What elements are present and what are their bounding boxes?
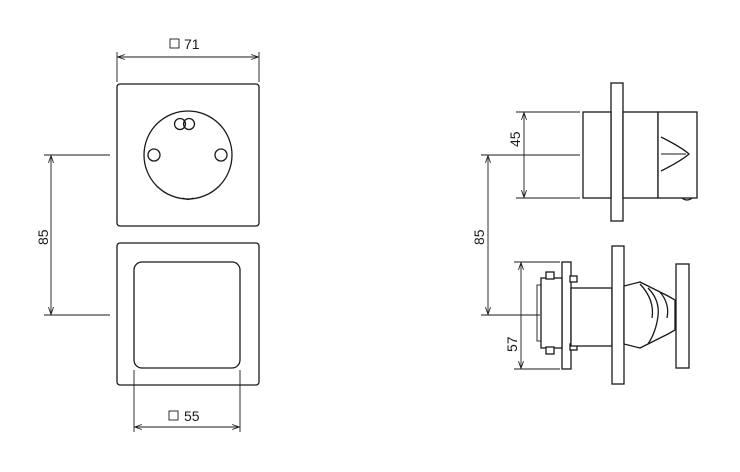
- dim-top-width-label: 71: [184, 36, 200, 52]
- dim-side-bottom-height-label: 57: [504, 336, 520, 352]
- dim-front-spacing-label: 85: [35, 229, 51, 245]
- dim-front-spacing: 85: [35, 154, 110, 316]
- side-bottom-valve: [536, 245, 690, 385]
- dim-side-bottom-height: 57: [504, 261, 560, 370]
- dim-bottom-width: 55: [133, 370, 241, 432]
- dim-side-top-height-label: 45: [507, 131, 523, 147]
- side-top-valve: [582, 82, 698, 222]
- dim-top-width: 71: [116, 36, 260, 82]
- front-bottom-plate: [116, 242, 260, 386]
- dim-bottom-width-label: 55: [184, 408, 200, 424]
- front-top-plate: [116, 83, 260, 227]
- dim-side-spacing: 85: [471, 154, 580, 316]
- dim-side-spacing-label: 85: [471, 229, 487, 245]
